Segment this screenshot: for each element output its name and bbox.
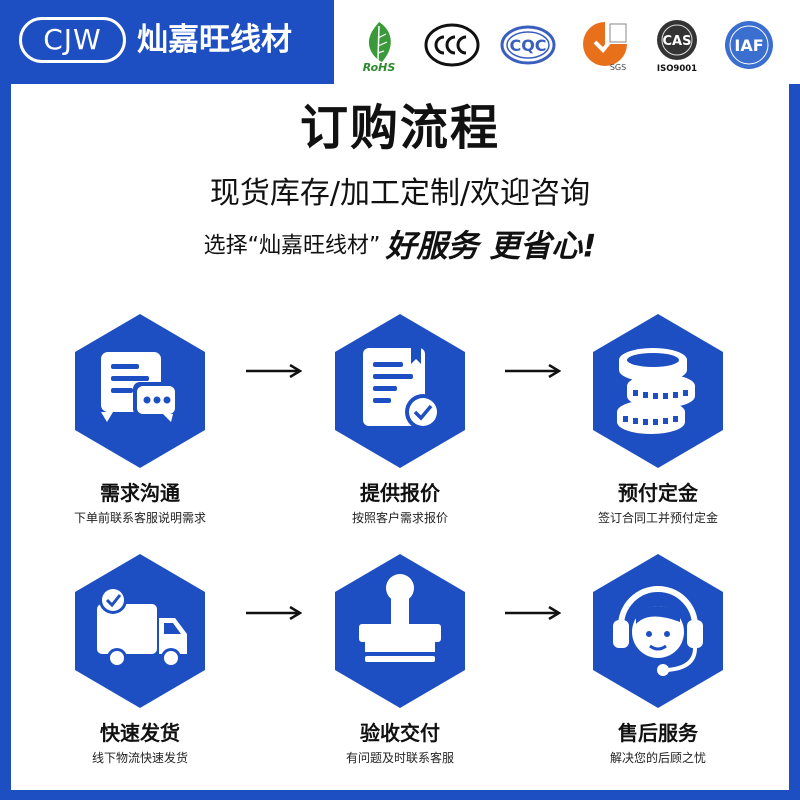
brand-logo: CJW bbox=[19, 17, 126, 63]
customer-service-icon bbox=[593, 554, 723, 708]
arrow-right-icon bbox=[505, 606, 561, 620]
step-2-title: 提供报价 bbox=[360, 481, 440, 505]
top-bar: CJW 灿嘉旺线材 RoHS CQC bbox=[0, 0, 800, 84]
brand-name: 灿嘉旺线材 bbox=[137, 22, 292, 58]
step-6-title: 售后服务 bbox=[618, 721, 698, 745]
iaf-icon: IAF bbox=[722, 18, 776, 72]
arrow-right-icon bbox=[505, 364, 561, 378]
step-5-desc: 有问题及时联系客服 bbox=[345, 751, 454, 765]
step-1-title: 需求沟通 bbox=[100, 481, 180, 505]
step-5: 验收交付 有问题及时联系客服 bbox=[315, 552, 485, 766]
step-3-title: 预付定金 bbox=[618, 481, 698, 505]
step-6-desc: 解决您的后顾之忧 bbox=[609, 751, 706, 765]
page-subtitle: 现货库存/加工定制/欢迎咨询 bbox=[209, 176, 591, 211]
sgs-label: SGS bbox=[610, 63, 626, 72]
rohs-icon: RoHS bbox=[352, 18, 406, 72]
step-1: 需求沟通 下单前联系客服说明需求 bbox=[55, 312, 225, 526]
step-4-title: 快速发货 bbox=[100, 721, 180, 745]
step-3-desc: 签订合同工并预付定金 bbox=[597, 511, 718, 525]
slogan-emphasis: 好服务 更省心! bbox=[385, 228, 597, 265]
step-4-desc: 线下物流快速发货 bbox=[91, 751, 188, 765]
arrow-right-icon bbox=[246, 364, 302, 378]
cqc-label: CQC bbox=[509, 36, 546, 55]
step-2: 提供报价 按照客户需求报价 bbox=[315, 312, 485, 526]
slogan-prefix: 选择“灿嘉旺线材” bbox=[203, 233, 381, 259]
iso-label: ISO9001 bbox=[657, 64, 697, 72]
step-5-title: 验收交付 bbox=[360, 721, 440, 745]
step-3: 预付定金 签订合同工并预付定金 bbox=[573, 312, 743, 526]
ccc-icon bbox=[424, 18, 480, 72]
rohs-label: RoHS bbox=[363, 61, 396, 72]
sgs-icon: SGS bbox=[578, 18, 632, 72]
coins-icon bbox=[593, 314, 723, 468]
cqc-icon: CQC bbox=[500, 18, 556, 72]
step-4: 快速发货 线下物流快速发货 bbox=[55, 552, 225, 766]
cas-icon: CAS ISO9001 bbox=[650, 18, 704, 72]
slogan: 选择“灿嘉旺线材” 好服务 更省心! bbox=[0, 224, 800, 269]
page-title: 订购流程 bbox=[299, 100, 500, 156]
step-6: 售后服务 解决您的后顾之忧 bbox=[573, 552, 743, 766]
step-2-desc: 按照客户需求报价 bbox=[351, 511, 448, 525]
iaf-label: IAF bbox=[734, 36, 763, 55]
quote-document-icon bbox=[335, 314, 465, 468]
brand-block: CJW 灿嘉旺线材 bbox=[0, 0, 334, 84]
svg-text:CAS: CAS bbox=[663, 34, 692, 49]
chat-document-icon bbox=[75, 314, 205, 468]
step-1-desc: 下单前联系客服说明需求 bbox=[73, 511, 206, 525]
arrow-right-icon bbox=[246, 606, 302, 620]
delivery-truck-icon bbox=[75, 554, 205, 708]
stamp-icon bbox=[335, 554, 465, 708]
